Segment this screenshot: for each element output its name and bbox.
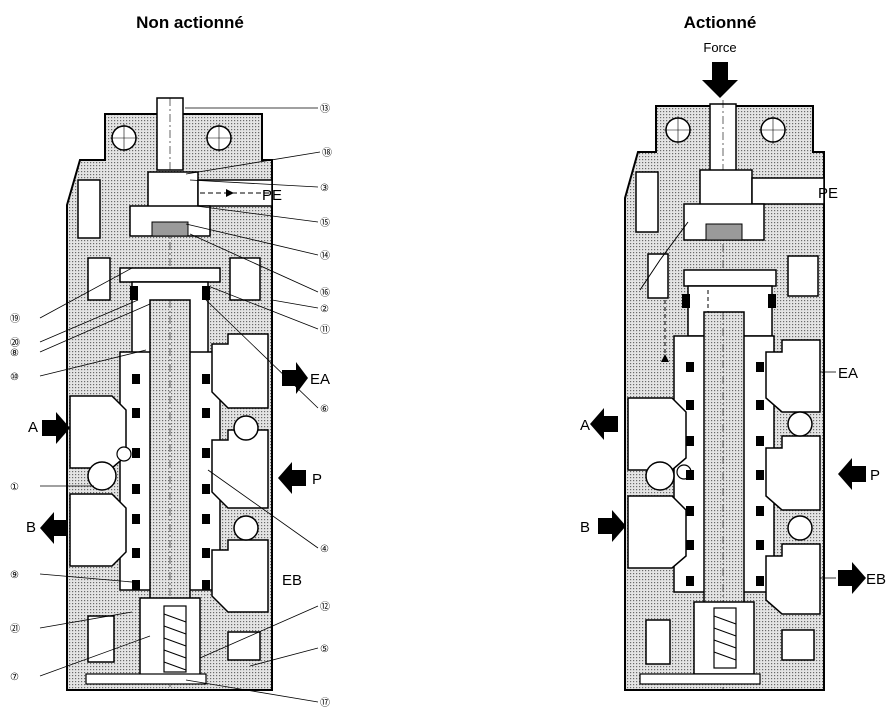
right-label-eb: EB bbox=[866, 571, 886, 588]
right-spring bbox=[713, 607, 737, 669]
part-17: ⑰ bbox=[320, 697, 330, 709]
part-15: ⑮ bbox=[320, 217, 330, 229]
title-non-actionne: Non actionné bbox=[136, 13, 244, 32]
left-arrow-b bbox=[40, 512, 68, 544]
part-3: ③ bbox=[320, 183, 329, 194]
right-valve: Actionné Force bbox=[580, 13, 886, 691]
part-18: ⑱ bbox=[322, 147, 332, 159]
right-port-eb bbox=[765, 543, 821, 615]
left-label-pe: PE bbox=[262, 187, 282, 204]
part-1: ① bbox=[10, 482, 19, 493]
left-port-p bbox=[211, 429, 269, 509]
left-arrow-p bbox=[278, 462, 306, 494]
left-label-ea: EA bbox=[310, 371, 330, 388]
right-label-pe: PE bbox=[818, 185, 838, 202]
right-arrow-eb bbox=[838, 562, 866, 594]
right-pe-port bbox=[751, 177, 825, 205]
right-port-ea bbox=[765, 339, 821, 413]
right-spool bbox=[703, 311, 745, 613]
part-6: ⑥ bbox=[320, 404, 329, 415]
part-10: ⑩ bbox=[10, 372, 19, 383]
part-16: ⑯ bbox=[320, 287, 330, 299]
part-19: ⑲ bbox=[10, 313, 20, 325]
right-label-a: A bbox=[580, 417, 590, 434]
part-13: ⑬ bbox=[320, 103, 330, 115]
part-21: ㉑ bbox=[10, 623, 20, 635]
left-label-p: P bbox=[312, 471, 322, 488]
part-7: ⑦ bbox=[10, 672, 19, 683]
right-label-ea: EA bbox=[838, 365, 858, 382]
right-port-p bbox=[765, 435, 821, 511]
right-label-b: B bbox=[580, 519, 590, 536]
part-4: ④ bbox=[320, 544, 329, 555]
left-seals bbox=[132, 374, 210, 590]
left-port-ea bbox=[211, 333, 269, 409]
left-label-b: B bbox=[26, 519, 36, 536]
right-leaders bbox=[820, 371, 836, 579]
part-12: ⑫ bbox=[320, 601, 330, 613]
force-label: Force bbox=[703, 40, 736, 55]
right-seals bbox=[682, 294, 776, 586]
left-arrow-ea bbox=[282, 362, 308, 394]
right-port-a bbox=[627, 397, 687, 471]
right-arrow-b bbox=[598, 510, 626, 542]
force-arrow bbox=[702, 62, 738, 98]
part-2: ② bbox=[320, 304, 329, 315]
left-label-eb: EB bbox=[282, 572, 302, 589]
part-5: ⑤ bbox=[320, 644, 329, 655]
part-20: ⑳ bbox=[10, 337, 20, 349]
right-label-p: P bbox=[870, 467, 880, 484]
part-9: ⑨ bbox=[10, 570, 19, 581]
part-14: ⑭ bbox=[320, 250, 330, 262]
left-port-b bbox=[69, 493, 127, 567]
right-arrow-p bbox=[838, 458, 866, 490]
left-leaders bbox=[39, 107, 321, 703]
part-8: ⑧ bbox=[10, 348, 19, 359]
left-arrow-a bbox=[42, 412, 70, 444]
left-valve: Non actionné bbox=[10, 13, 332, 709]
left-label-a: A bbox=[28, 419, 38, 436]
right-arrow-a bbox=[590, 408, 618, 440]
right-port-b bbox=[627, 495, 687, 569]
title-actionne: Actionné bbox=[684, 13, 757, 32]
part-11: ⑪ bbox=[320, 324, 330, 336]
left-port-eb bbox=[211, 539, 269, 613]
